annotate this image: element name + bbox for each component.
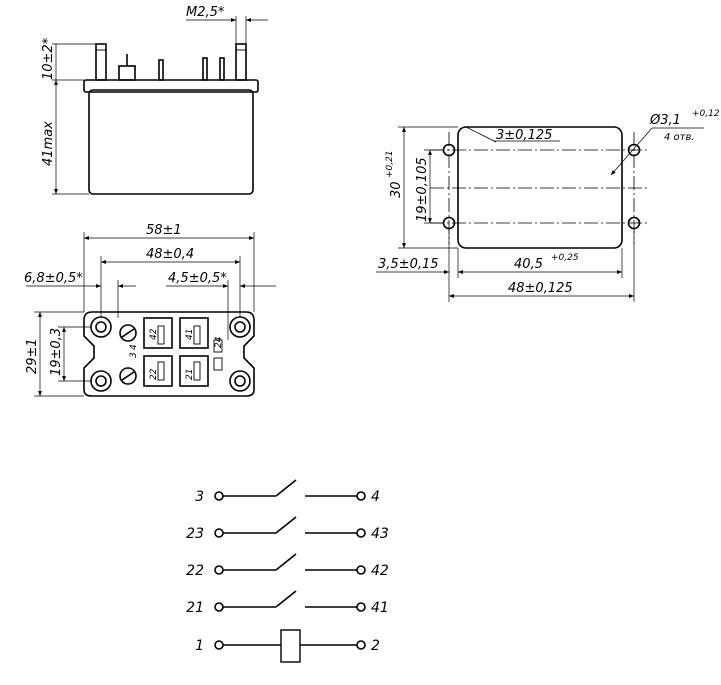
height-label: 41max <box>41 121 56 166</box>
contact-blocks <box>143 317 223 387</box>
terminal-label-21: 21 <box>186 600 204 616</box>
height-tolerance: +0,21 <box>385 150 395 178</box>
hole-count-label: 4 отв. <box>664 132 695 143</box>
thread-label: M2,5* <box>186 5 225 20</box>
side-view: M2,5* 10±2* 41max <box>41 5 268 195</box>
contact-schematic: 3 4 23 43 22 42 <box>186 479 389 663</box>
terminal-label-41: 41 <box>371 600 389 616</box>
height-label-mounting: 30 <box>389 181 404 198</box>
relay-body-side <box>88 89 254 195</box>
contact-22-42: 22 42 <box>186 553 389 579</box>
terminal-label-43: 43 <box>371 526 389 542</box>
width-label: 58±1 <box>146 223 182 238</box>
pin-label-24: 24 <box>214 336 224 348</box>
relay-body-bottom <box>83 311 255 397</box>
pin-label-41: 41 <box>185 329 195 340</box>
pin-length-label: 10±2* <box>41 37 56 80</box>
coil-1-2: 1 2 <box>195 629 380 663</box>
bottom-view: 42 41 22 21 24 3 4 58±1 48±0,4 6,8±0,5* … <box>24 223 276 397</box>
relay-flange <box>83 79 259 93</box>
hole-pitch-label-mounting: 19±0,105 <box>415 157 430 222</box>
inner-span-label: 40,5 <box>514 257 543 272</box>
terminal-label-4: 4 <box>371 489 380 505</box>
mounting-holes <box>442 143 641 230</box>
pin-label-42: 42 <box>149 328 159 340</box>
depth-label: 29±1 <box>25 338 40 374</box>
inner-span-tolerance: +0,25 <box>551 253 579 263</box>
terminal-label-23: 23 <box>186 526 204 542</box>
terminal-label-22: 22 <box>186 563 204 579</box>
contact-21-41: 21 41 <box>186 590 389 616</box>
hole-pitch-label: 19±0,3 <box>49 328 64 376</box>
terminal-label-1: 1 <box>195 638 204 654</box>
hole-span-label-mounting: 48±0,125 <box>508 281 573 296</box>
contact-23-43: 23 43 <box>186 516 389 542</box>
hole-span-label: 48±0,4 <box>146 247 194 262</box>
pin-label-22: 22 <box>149 368 159 380</box>
coil-symbol <box>280 629 301 663</box>
left-offset-label: 6,8±0,5* <box>24 271 83 286</box>
hole-dia-tolerance: +0,12 <box>692 109 720 119</box>
pin-label-3: 3 <box>129 352 139 358</box>
contact-3-4: 3 4 <box>195 479 380 505</box>
mounting-outline <box>457 126 623 249</box>
pin-label-4: 4 <box>129 344 139 350</box>
mounting-bosses <box>90 316 251 392</box>
right-offset-label: 4,5±0,5* <box>168 271 227 286</box>
pin-label-21: 21 <box>185 369 195 380</box>
edge-label: 3,5±0,15 <box>378 257 439 272</box>
terminal-label-3: 3 <box>195 489 204 505</box>
relay-pins <box>95 43 247 81</box>
mounting-pattern: 3±0,125 Ø3,1 +0,12 4 отв. 30 +0,21 19±0,… <box>376 109 720 302</box>
terminal-label-2: 2 <box>371 638 380 654</box>
terminal-label-42: 42 <box>371 563 389 579</box>
hole-dia-label: Ø3,1 <box>649 113 681 128</box>
corner-label: 3±0,125 <box>496 128 552 143</box>
